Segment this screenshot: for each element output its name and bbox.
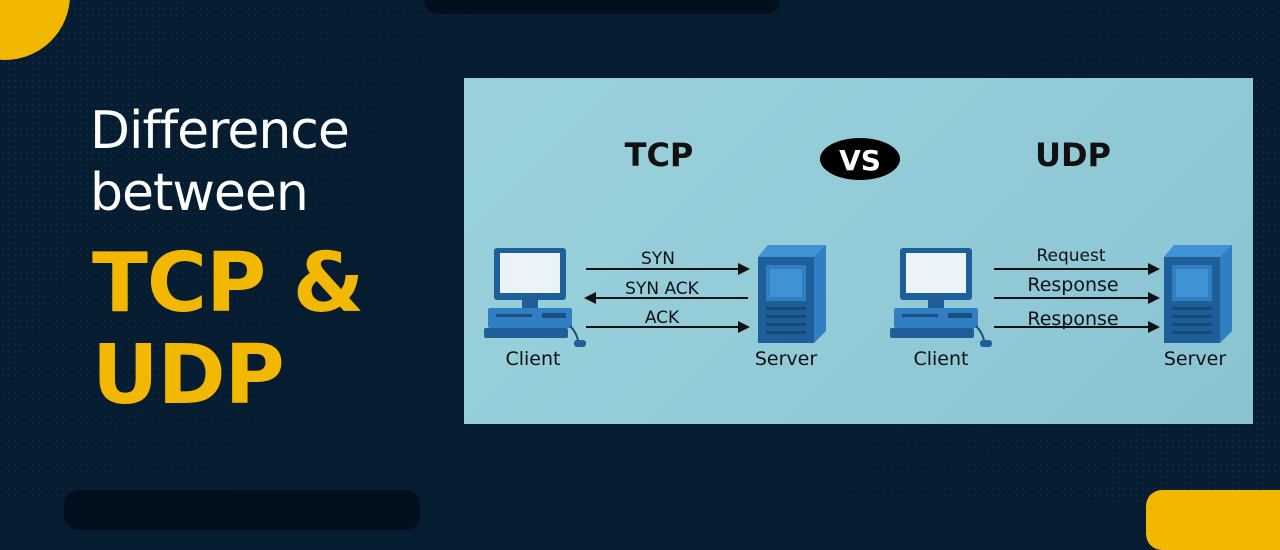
udp-heading: UDP xyxy=(1035,136,1111,174)
decorative-bottom-tab xyxy=(64,490,420,530)
decorative-pill xyxy=(1146,490,1280,550)
headline-line-3: TCP & xyxy=(92,236,364,331)
decorative-top-tab xyxy=(424,0,780,14)
comparison-diagram: TCP VS UDP SYN SYN ACK ACK Client Server… xyxy=(464,78,1253,424)
tcp-client-label: Client xyxy=(505,348,560,370)
udp-message-label: Response xyxy=(1027,274,1118,296)
tcp-message-label: SYN ACK xyxy=(625,279,699,299)
headline-line-4: UDP xyxy=(92,328,285,423)
tcp-message-label: SYN xyxy=(641,249,675,269)
vs-badge xyxy=(820,138,900,180)
tcp-heading: TCP xyxy=(625,136,694,174)
diagram-canvas: TCP VS UDP SYN SYN ACK ACK Client Server… xyxy=(483,136,1232,370)
tcp-server-label: Server xyxy=(755,348,817,370)
udp-client-computer-icon xyxy=(889,247,993,348)
tcp-server-icon xyxy=(758,245,826,343)
headline: Difference between TCP & UDP xyxy=(90,100,364,423)
udp-server-icon xyxy=(1164,245,1232,343)
udp-server-label: Server xyxy=(1164,348,1226,370)
headline-line-2: between xyxy=(90,163,309,223)
vs-label: VS xyxy=(839,144,881,177)
udp-message-label: Response xyxy=(1027,308,1118,330)
tcp-client-computer-icon xyxy=(483,247,587,348)
udp-message-label: Request xyxy=(1036,246,1105,266)
udp-client-label: Client xyxy=(913,348,968,370)
headline-line-1: Difference xyxy=(90,101,350,161)
tcp-message-label: ACK xyxy=(645,308,680,328)
